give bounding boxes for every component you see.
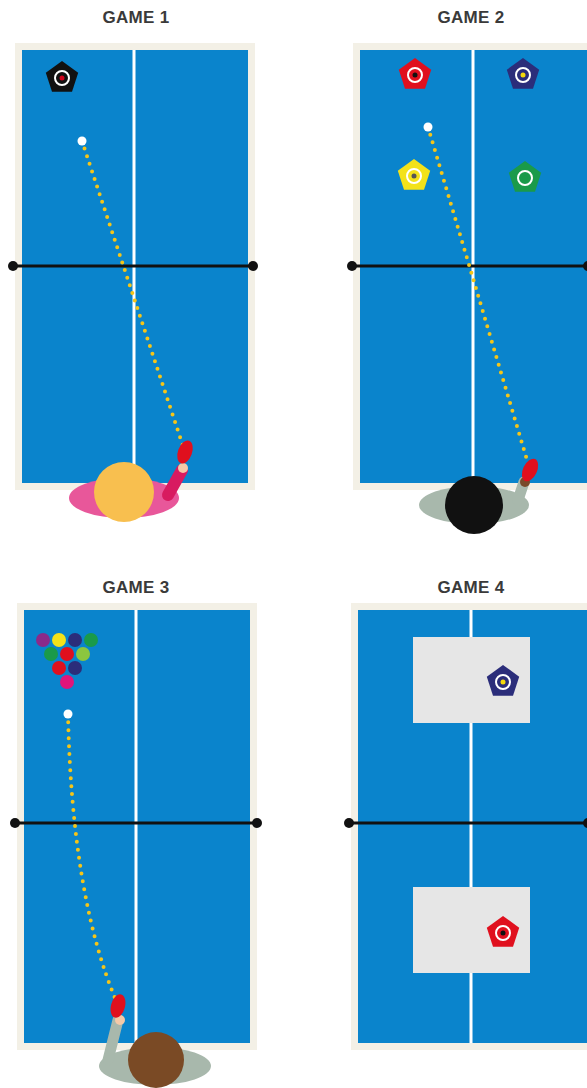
game-title: GAME 2 xyxy=(438,8,505,28)
game-title: GAME 1 xyxy=(103,8,170,28)
table-4 xyxy=(344,603,587,1050)
table-3 xyxy=(10,603,262,1088)
table-2 xyxy=(347,43,587,534)
game-title: GAME 4 xyxy=(438,578,505,598)
table-1 xyxy=(8,43,258,522)
game-title: GAME 3 xyxy=(103,578,170,598)
